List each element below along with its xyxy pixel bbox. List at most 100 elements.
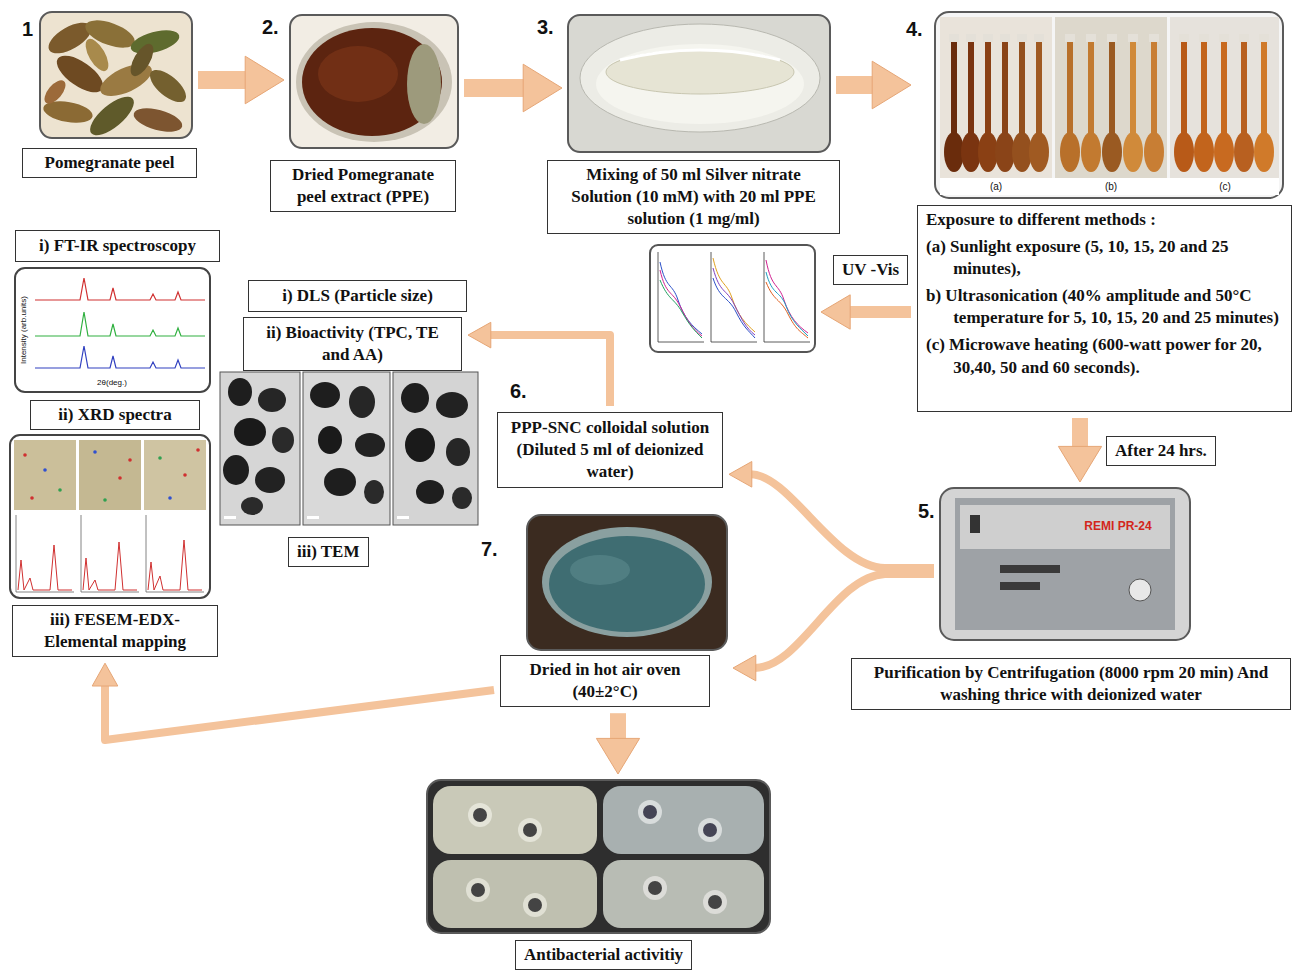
xrd-chart bbox=[35, 346, 205, 368]
uv-vis-spectra bbox=[660, 262, 702, 334]
tem-micrographs bbox=[405, 428, 435, 462]
tem-micrographs bbox=[255, 467, 285, 493]
caption-box: iii) TEM bbox=[288, 537, 369, 567]
fesem-edx-figure bbox=[43, 468, 47, 472]
reaction-tubes-photo bbox=[1012, 34, 1032, 172]
reaction-tubes-photo bbox=[944, 34, 964, 172]
fesem-edx-figure bbox=[128, 458, 132, 462]
arrow-head bbox=[733, 655, 756, 681]
tem-micrographs bbox=[303, 372, 390, 525]
fesem-edx-figure bbox=[30, 496, 34, 500]
fesem-edx-figure bbox=[10, 435, 210, 598]
caption-box: UV -Vis bbox=[833, 255, 908, 285]
tem-micrographs bbox=[220, 372, 478, 525]
tem-micrographs bbox=[364, 480, 384, 504]
fesem-edx-figure bbox=[144, 440, 206, 510]
reaction-tubes-photo bbox=[935, 12, 1283, 198]
petri-dish-photo bbox=[708, 895, 722, 909]
reaction-tubes-photo bbox=[995, 34, 1015, 172]
arrow-head bbox=[821, 295, 850, 329]
reaction-tubes-photo bbox=[1144, 34, 1164, 172]
arrow-shaft bbox=[105, 685, 494, 740]
petri-dish-photo bbox=[433, 786, 597, 854]
peel-pieces bbox=[145, 64, 192, 108]
node-text: (a) Sunlight exposure (5, 10, 15, 20 and… bbox=[926, 236, 1283, 280]
method-panel: Exposure to different methods :(a) Sunli… bbox=[917, 12, 1292, 412]
uv-vis-spectra bbox=[766, 282, 808, 338]
tem-micrographs bbox=[241, 497, 263, 515]
oven-dish-photo bbox=[570, 555, 630, 585]
tem-micrographs bbox=[397, 516, 409, 519]
arrow-head bbox=[596, 738, 639, 774]
arrow-shaft bbox=[464, 79, 524, 97]
arrow-head bbox=[872, 61, 911, 109]
extract-photo bbox=[290, 15, 458, 148]
spectra-figure: UV -Vis bbox=[650, 245, 815, 352]
flow-arrow bbox=[198, 56, 284, 104]
tem-micrographs bbox=[452, 487, 472, 509]
node-text: Pomegranate peel bbox=[31, 152, 188, 174]
petri-dish-photo bbox=[523, 823, 537, 837]
xrd-chart bbox=[35, 278, 205, 300]
reaction-tubes-photo bbox=[940, 17, 1052, 178]
fesem-edx-figure bbox=[14, 440, 76, 510]
process-box: PPP-SNC colloidal solution (Diluted 5 ml… bbox=[497, 412, 723, 488]
peel-pieces bbox=[81, 35, 113, 74]
node-text: Dried in hot air oven (40±2°C) bbox=[509, 659, 701, 703]
figure-label: (a) bbox=[990, 181, 1002, 193]
reaction-tubes-photo bbox=[1170, 17, 1279, 178]
arrow-head bbox=[1058, 446, 1101, 482]
petri-dish-photo bbox=[468, 803, 492, 827]
edge-label: After 24 hrs. bbox=[1115, 440, 1207, 462]
reaction-tubes-photo bbox=[1060, 34, 1080, 172]
flow-arrow bbox=[1058, 418, 1101, 482]
tem-micrographs bbox=[393, 372, 478, 525]
arrow-head bbox=[92, 663, 118, 686]
fesem-edx-figure bbox=[10, 435, 210, 598]
reaction-tubes-photo bbox=[1234, 34, 1254, 172]
reaction-tubes-photo bbox=[1029, 34, 1049, 172]
extract-photo bbox=[302, 28, 442, 136]
petri-dish-photo bbox=[433, 860, 597, 928]
beaker-photo bbox=[606, 50, 794, 94]
photo-step: Dried in hot air oven (40±2°C) bbox=[500, 515, 727, 707]
figure-label: (c) bbox=[1219, 181, 1231, 193]
petri-dish-photo bbox=[603, 860, 764, 928]
uv-vis-spectra bbox=[650, 245, 815, 352]
caption-box: Dried in hot air oven (40±2°C) bbox=[500, 655, 710, 707]
tem-micrographs bbox=[228, 378, 252, 406]
uv-vis-spectra bbox=[713, 268, 755, 335]
reaction-tubes-photo bbox=[1055, 17, 1167, 178]
reaction-tubes-photo bbox=[1194, 34, 1214, 172]
beaker-photo bbox=[620, 50, 780, 60]
arrow-shaft bbox=[751, 474, 934, 568]
extract-photo bbox=[318, 46, 398, 102]
petri-dish-photo bbox=[648, 881, 662, 895]
uv-vis-spectra bbox=[660, 270, 702, 336]
petri-dish-photo bbox=[638, 800, 662, 824]
uv-vis-spectra bbox=[766, 272, 808, 336]
arrow-shaft bbox=[849, 306, 911, 318]
photo-step: Purification by Centrifugation (8000 rpm… bbox=[940, 488, 1190, 640]
fesem-figure: iii) FESEM-EDX- Elemental mapping bbox=[10, 435, 218, 657]
reaction-tubes-photo bbox=[940, 178, 1279, 195]
petri-dish-photo bbox=[518, 818, 542, 842]
uv-vis-spectra bbox=[650, 245, 815, 352]
petri-dish-photo bbox=[643, 805, 657, 819]
petri-dish-photo bbox=[523, 893, 547, 917]
arrow-head bbox=[245, 56, 284, 104]
tem-micrographs bbox=[234, 418, 266, 446]
reaction-tubes-photo bbox=[1214, 34, 1234, 172]
flow-arrow bbox=[92, 663, 494, 740]
uv-vis-spectra bbox=[713, 258, 755, 332]
tem-micrographs bbox=[355, 433, 385, 457]
callout-number: 6. bbox=[510, 380, 527, 403]
uv-vis-spectra bbox=[660, 280, 702, 338]
callout-number: 2. bbox=[262, 16, 279, 39]
node-text: i) DLS (Particle size) bbox=[257, 285, 458, 307]
petri-dish-photo bbox=[703, 823, 717, 837]
petri-dish-photo bbox=[473, 808, 487, 822]
tem-micrographs bbox=[220, 372, 300, 525]
peel-pieces bbox=[41, 77, 70, 107]
